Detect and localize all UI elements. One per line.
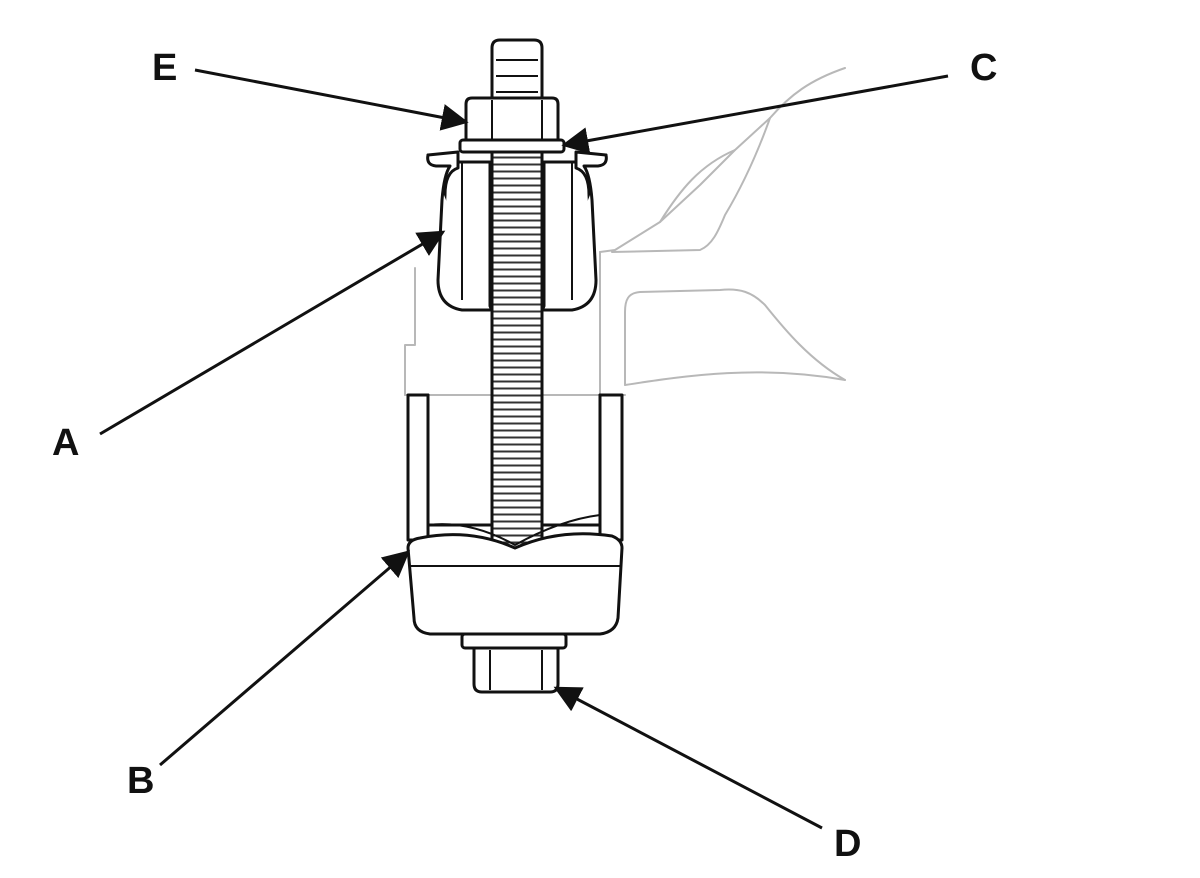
callout-label-e: E — [152, 47, 177, 89]
callout-label-a: A — [52, 422, 79, 464]
leader-line-d — [553, 686, 823, 830]
leader-line-c — [561, 74, 949, 154]
leader-lines — [99, 68, 949, 830]
bolt-top-stub — [490, 38, 544, 102]
upper-nut — [464, 96, 560, 142]
threaded-rod — [490, 148, 544, 552]
callout-label-c: C — [970, 47, 997, 89]
background-bracket-outline — [404, 67, 846, 396]
clip-bushing — [426, 150, 608, 312]
callout-labels: E C A B D — [52, 47, 997, 865]
washer — [458, 138, 566, 154]
leader-line-e — [194, 68, 469, 131]
lower-nut — [460, 632, 568, 694]
callout-label-d: D — [834, 823, 861, 865]
callout-label-b: B — [127, 760, 154, 802]
leader-line-b — [159, 550, 411, 767]
leader-line-a — [99, 230, 446, 436]
